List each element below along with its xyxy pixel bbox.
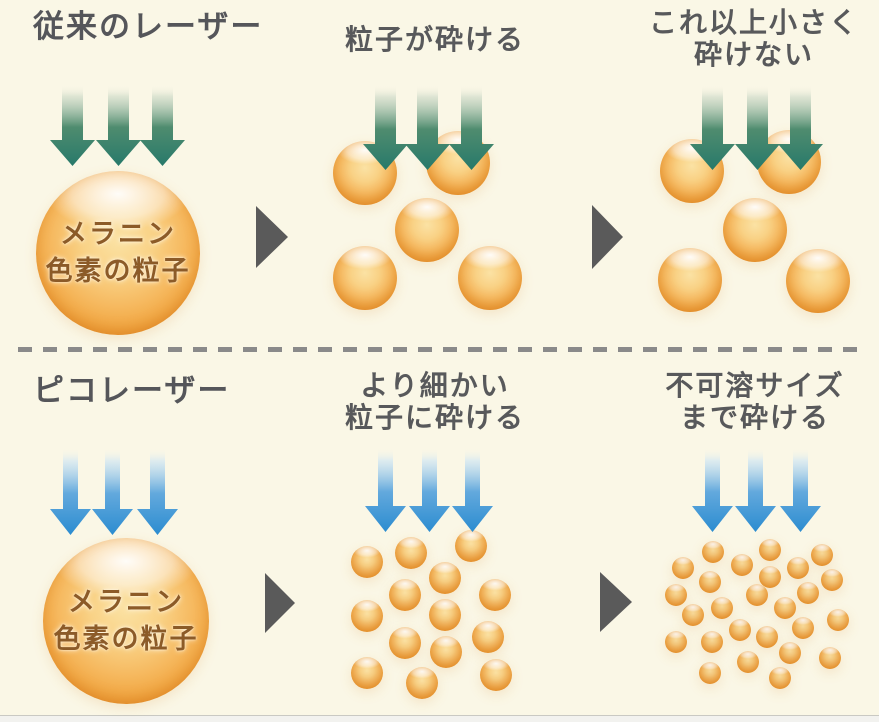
- finest-particle-pico: [729, 619, 751, 641]
- finest-particle-pico: [774, 597, 796, 619]
- fine-particle-pico: [351, 657, 383, 689]
- next-step-chevron-icon: [600, 572, 632, 632]
- broken-particle-conventional: [458, 246, 522, 310]
- green-laser-arrow-icon: [95, 85, 141, 166]
- broken-particle-conventional: [395, 198, 459, 262]
- green-laser-arrow-icon: [49, 85, 95, 166]
- fine-particle-pico: [389, 579, 421, 611]
- caption-finer-particles: より細かい 粒子に砕ける: [344, 370, 525, 433]
- next-step-chevron-icon: [592, 205, 623, 269]
- finest-particle-pico: [731, 554, 753, 576]
- finest-particle-pico: [672, 557, 694, 579]
- finest-particle-pico: [737, 651, 759, 673]
- finest-particle-pico: [797, 582, 819, 604]
- limit-particle-conventional: [723, 198, 787, 262]
- next-step-chevron-icon: [256, 206, 288, 268]
- caption-insoluble-size: 不可溶サイズ まで砕ける: [665, 370, 845, 433]
- finest-particle-pico: [756, 626, 778, 648]
- finest-particle-pico: [665, 584, 687, 606]
- melanin-particle-label: メラニン 色素の粒子: [53, 587, 199, 654]
- fine-particle-pico: [429, 599, 461, 631]
- fine-particle-pico: [395, 537, 427, 569]
- melanin-particle-label: メラニン 色素の粒子: [45, 219, 191, 286]
- finest-particle-pico: [787, 557, 809, 579]
- blue-laser-arrow-icon: [49, 448, 91, 535]
- fine-particle-pico: [479, 579, 511, 611]
- bottom-edge-strip: [0, 715, 879, 722]
- finest-particle-pico: [665, 631, 687, 653]
- fine-particle-pico: [351, 546, 383, 578]
- finest-particle-pico: [701, 631, 723, 653]
- fine-particle-pico: [406, 667, 438, 699]
- finest-particle-pico: [779, 642, 801, 664]
- finest-particle-pico: [682, 604, 704, 626]
- finest-particle-pico: [769, 667, 791, 689]
- finest-particle-pico: [811, 544, 833, 566]
- fine-particle-pico: [455, 530, 487, 562]
- melanin-source-pico: メラニン 色素の粒子: [43, 538, 209, 704]
- finest-particle-pico: [827, 609, 849, 631]
- blue-laser-arrow-icon: [734, 448, 776, 532]
- blue-laser-arrow-icon: [91, 448, 133, 535]
- green-laser-arrow-icon: [139, 85, 185, 166]
- blue-laser-arrow-icon: [136, 448, 178, 535]
- green-laser-arrow-icon: [689, 85, 735, 170]
- fine-particle-pico: [429, 562, 461, 594]
- finest-particle-pico: [711, 597, 733, 619]
- blue-laser-arrow-icon: [691, 448, 733, 532]
- blue-laser-arrow-icon: [408, 448, 450, 532]
- finest-particle-pico: [702, 541, 724, 563]
- green-laser-arrow-icon: [362, 85, 408, 170]
- section-title-conventional-laser: 従来のレーザー: [33, 9, 264, 44]
- finest-particle-pico: [821, 569, 843, 591]
- blue-laser-arrow-icon: [451, 448, 493, 532]
- fine-particle-pico: [480, 659, 512, 691]
- finest-particle-pico: [746, 584, 768, 606]
- finest-particle-pico: [759, 566, 781, 588]
- caption-particles-break: 粒子が砕ける: [344, 24, 525, 55]
- dashed-divider: [18, 347, 861, 352]
- fine-particle-pico: [472, 621, 504, 653]
- next-step-chevron-icon: [265, 573, 295, 633]
- fine-particle-pico: [351, 600, 383, 632]
- green-laser-arrow-icon: [734, 85, 780, 170]
- green-laser-arrow-icon: [448, 85, 494, 170]
- fine-particle-pico: [389, 627, 421, 659]
- caption-cannot-break-smaller: これ以上小さく 砕けない: [648, 7, 859, 70]
- finest-particle-pico: [699, 662, 721, 684]
- broken-particle-conventional: [333, 246, 397, 310]
- finest-particle-pico: [819, 647, 841, 669]
- section-title-pico-laser: ピコレーザー: [33, 373, 231, 408]
- finest-particle-pico: [759, 539, 781, 561]
- blue-laser-arrow-icon: [364, 448, 406, 532]
- green-laser-arrow-icon: [777, 85, 823, 170]
- melanin-source-conventional: メラニン 色素の粒子: [36, 171, 200, 335]
- limit-particle-conventional: [786, 249, 850, 313]
- green-laser-arrow-icon: [404, 85, 450, 170]
- finest-particle-pico: [699, 571, 721, 593]
- finest-particle-pico: [792, 617, 814, 639]
- limit-particle-conventional: [658, 248, 722, 312]
- blue-laser-arrow-icon: [779, 448, 821, 532]
- fine-particle-pico: [430, 636, 462, 668]
